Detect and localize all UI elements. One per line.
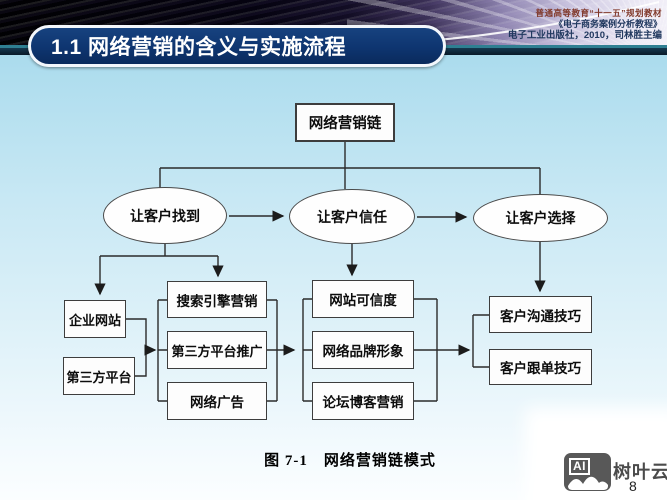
node-third-party-platform: 第三方平台 — [63, 357, 135, 395]
mountains-icon — [568, 476, 608, 490]
node-label: 网络广告 — [190, 395, 244, 410]
node-label: 企业网站 — [68, 312, 121, 328]
watermark-logo-icon: AI — [564, 453, 611, 491]
node-company-website: 企业网站 — [64, 300, 126, 338]
node-online-advertising: 网络广告 — [167, 382, 267, 420]
node-customer-communication: 客户沟通技巧 — [489, 296, 592, 333]
node-label: 第三方平台推广 — [171, 343, 263, 359]
root-node-marketing-chain: 网络营销链 — [295, 103, 395, 142]
node-website-credibility: 网站可信度 — [312, 280, 414, 318]
node-label: 论坛博客营销 — [322, 395, 404, 410]
figure-caption: 图 7-1 网络营销链模式 — [264, 453, 436, 469]
node-customer-followup: 客户跟单技巧 — [489, 349, 592, 385]
node-forum-blog-marketing: 论坛博客营销 — [312, 382, 414, 420]
node-brand-image: 网络品牌形象 — [312, 331, 414, 369]
node-label: 搜索引擎营销 — [176, 293, 258, 309]
stage-find-label: 让客户找到 — [130, 209, 200, 225]
page-number: 8 — [629, 478, 637, 494]
stage-ellipse-find: 让客户找到 — [103, 187, 227, 244]
node-search-engine-marketing: 搜索引擎营销 — [167, 281, 267, 318]
book-reference: 普通高等教育“十一五”规划教材 《电子商务案例分析教程》 电子工业出版社，201… — [508, 8, 662, 42]
node-label: 客户沟通技巧 — [500, 308, 581, 324]
book-publisher-line: 电子工业出版社，2010，司林胜主编 — [507, 29, 662, 41]
stage-trust-label: 让客户信任 — [317, 210, 387, 226]
stage-ellipse-choose: 让客户选择 — [473, 194, 608, 242]
ai-badge: AI — [569, 458, 590, 475]
node-label: 网站可信度 — [329, 293, 397, 308]
node-third-party-promotion: 第三方平台推广 — [167, 331, 267, 369]
stage-choose-label: 让客户选择 — [505, 212, 576, 227]
node-label: 第三方平台 — [66, 369, 132, 385]
watermark-brand-text: 树叶云 — [613, 462, 667, 482]
node-label: 客户跟单技巧 — [500, 361, 581, 376]
stage-ellipse-trust: 让客户信任 — [289, 189, 415, 244]
root-node-label: 网络营销链 — [308, 116, 382, 132]
slide-title-bar: 1.1 网络营销的含义与实施流程 — [28, 25, 446, 67]
book-title-line: 《电子商务案例分析教程》 — [553, 18, 662, 29]
slide-title: 1.1 网络营销的含义与实施流程 — [51, 36, 347, 59]
node-label: 网络品牌形象 — [322, 344, 404, 359]
book-series-line: 普通高等教育“十一五”规划教材 — [535, 8, 662, 18]
